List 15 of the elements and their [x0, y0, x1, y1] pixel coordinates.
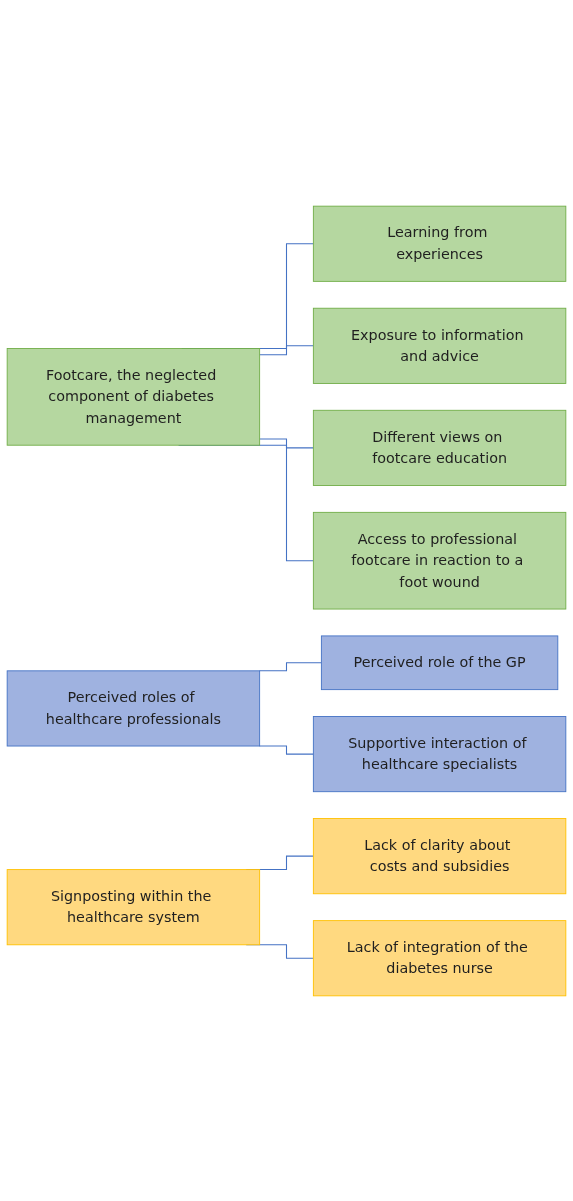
connector [258, 745, 314, 755]
node-box: Access to professional footcare in reaction to a foot wound [312, 511, 567, 609]
connector [259, 344, 314, 355]
node-box: Perceived roles of healthcare professionals [6, 669, 261, 746]
node-box: Supportive interaction of healthcare specialists [312, 715, 567, 792]
node-box: Perceived role of the GP [320, 634, 559, 690]
node-box: Lack of clarity about costs and subsidies [312, 817, 567, 894]
connector [259, 437, 314, 448]
node-box: Learning from experiences [312, 205, 567, 282]
node-box: Different views on footcare education [312, 409, 567, 486]
connector [258, 661, 322, 671]
node-box: Footcare, the neglected component of diabetes management [6, 347, 261, 446]
node-box: Exposure to information and advice [312, 307, 567, 384]
node-box: Signposting within the healthcare system [6, 868, 261, 945]
node-box: Lack of integration of the diabetes nurse [312, 919, 567, 996]
